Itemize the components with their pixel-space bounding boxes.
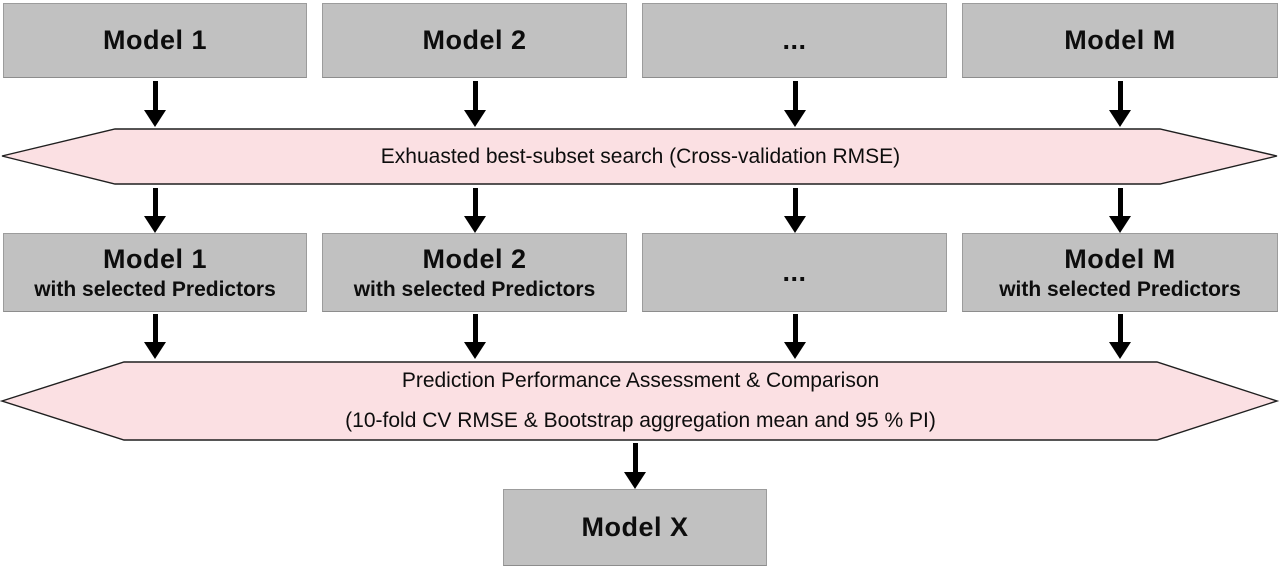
down-arrow-icon bbox=[1109, 188, 1131, 233]
model-m-selected-box: Model M with selected Predictors bbox=[962, 233, 1278, 312]
down-arrow-icon bbox=[144, 188, 166, 233]
model-1-selected-subtitle: with selected Predictors bbox=[34, 277, 276, 301]
hexagon-shape bbox=[1, 128, 1278, 185]
model-m-selected-subtitle: with selected Predictors bbox=[999, 277, 1241, 301]
model-2-selected-title: Model 2 bbox=[422, 243, 527, 274]
best-subset-search-banner: Exhuasted best-subset search (Cross-vali… bbox=[0, 128, 1281, 185]
model-1-label: Model 1 bbox=[102, 25, 207, 55]
down-arrow-icon bbox=[144, 314, 166, 359]
down-arrow-icon bbox=[144, 81, 166, 127]
model-ellipsis-selected-box: ... bbox=[642, 233, 947, 312]
down-arrow-icon bbox=[624, 443, 646, 489]
model-1-selected-title: Model 1 bbox=[102, 243, 207, 274]
model-2-label: Model 2 bbox=[422, 25, 527, 55]
down-arrow-icon bbox=[464, 314, 486, 359]
model-ellipsis-label: ... bbox=[782, 25, 807, 55]
model-1-selected-box: Model 1 with selected Predictors bbox=[3, 233, 307, 312]
down-arrow-icon bbox=[784, 81, 806, 127]
best-subset-search-text: Exhuasted best-subset search (Cross-vali… bbox=[380, 144, 901, 168]
model-1-box: Model 1 bbox=[3, 3, 307, 78]
hexagon-shape bbox=[0, 361, 1280, 441]
assessment-banner-line2: (10-fold CV RMSE & Bootstrap aggregation… bbox=[345, 409, 936, 432]
model-m-box: Model M bbox=[962, 3, 1278, 78]
down-arrow-icon bbox=[1109, 81, 1131, 127]
model-ellipsis-selected-title: ... bbox=[782, 257, 807, 287]
model-2-selected-box: Model 2 with selected Predictors bbox=[322, 233, 627, 312]
model-x-box: Model X bbox=[503, 489, 767, 566]
model-m-selected-title: Model M bbox=[1064, 243, 1176, 274]
down-arrow-icon bbox=[784, 188, 806, 233]
model-ellipsis-box: ... bbox=[642, 3, 947, 78]
model-2-box: Model 2 bbox=[322, 3, 627, 78]
model-m-label: Model M bbox=[1064, 25, 1176, 55]
down-arrow-icon bbox=[464, 188, 486, 233]
down-arrow-icon bbox=[784, 314, 806, 359]
hexagon-polygon bbox=[1, 128, 1278, 185]
assessment-banner-line1: Prediction Performance Assessment & Comp… bbox=[401, 369, 880, 392]
assessment-banner-text: Prediction Performance Assessment & Comp… bbox=[0, 361, 1281, 441]
assessment-banner: Prediction Performance Assessment & Comp… bbox=[0, 361, 1281, 441]
model-2-selected-subtitle: with selected Predictors bbox=[353, 277, 596, 301]
down-arrow-icon bbox=[464, 81, 486, 127]
down-arrow-icon bbox=[1109, 314, 1131, 359]
model-x-label: Model X bbox=[581, 512, 689, 542]
hexagon-polygon bbox=[0, 361, 1280, 441]
